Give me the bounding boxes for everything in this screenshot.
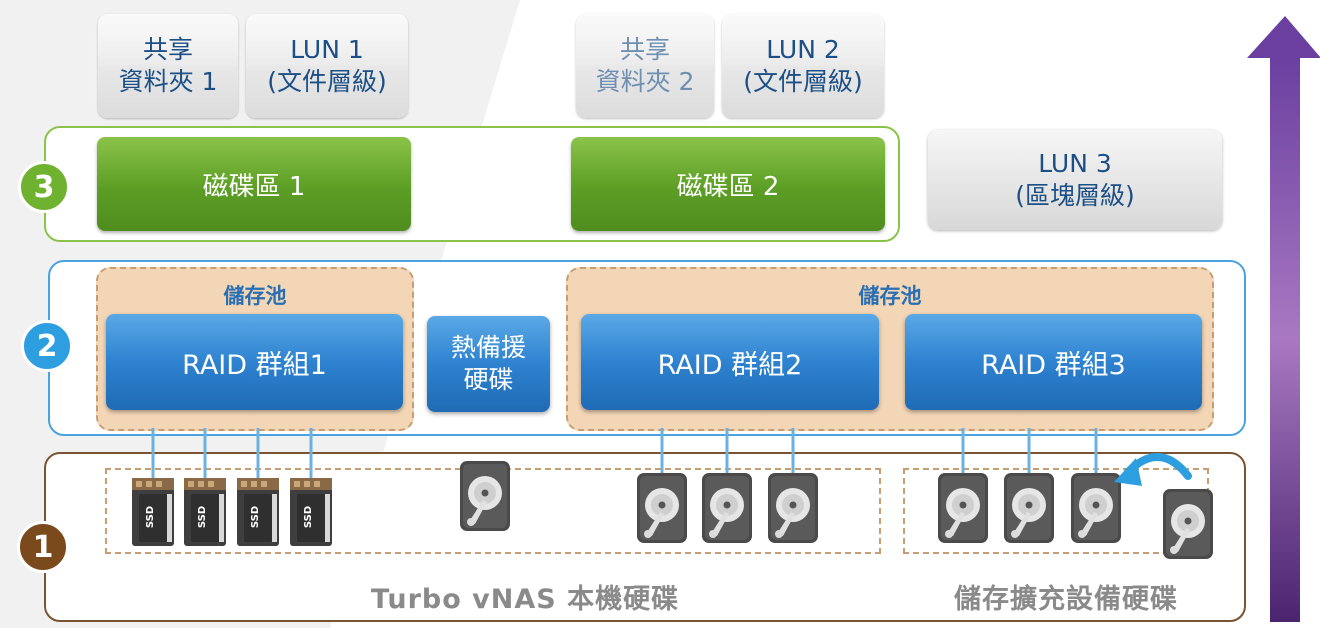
share1-line1: 共享: [142, 35, 193, 64]
hard-disk-icon: [637, 473, 687, 543]
upward-arrow-icon: [1247, 16, 1320, 622]
hard-disk-icon: [1004, 473, 1054, 543]
pool-2-label: 儲存池: [858, 284, 922, 308]
volume-1-label: 磁碟區 1: [202, 171, 306, 202]
raid-group-3-label: RAID 群組3: [981, 349, 1126, 381]
lun2-line2: (文件層級): [743, 67, 863, 96]
raid-group-3: RAID 群組3: [905, 314, 1202, 410]
lun2-line1: LUN 2: [766, 35, 840, 64]
ssd-label: SSD: [303, 506, 314, 528]
share2-line2: 資料夾 2: [595, 67, 695, 96]
lun2-tab: LUN 2 (文件層級): [722, 14, 884, 118]
layer-3-badge-number: 3: [33, 169, 55, 205]
hard-disk-icon: [460, 461, 510, 531]
layer-1-badge-number: 1: [32, 529, 54, 565]
raid-group-2-label: RAID 群組2: [657, 349, 803, 381]
replace-arrow-icon: [1114, 452, 1192, 486]
layer-3-badge: 3: [18, 161, 70, 213]
lun3-block: LUN 3 (區塊層級): [928, 130, 1222, 230]
hard-disk-icon: [768, 473, 818, 543]
lun1-line1: LUN 1: [290, 35, 364, 64]
volume-1: 磁碟區 1: [97, 137, 411, 231]
lun3-line2: (區塊層級): [1015, 181, 1135, 210]
spare-line2: 硬碟: [463, 365, 514, 394]
hard-disk-icon: [1071, 473, 1121, 543]
layer-2-badge: 2: [21, 320, 73, 372]
hard-disk-icon: [938, 473, 988, 543]
expansion-disks-label: 儲存擴充設備硬碟: [954, 583, 1178, 615]
layer-1-badge: 1: [17, 521, 69, 573]
shared-folder-1-tab: 共享 資料夾 1: [98, 14, 238, 118]
share1-line2: 資料夾 1: [118, 67, 218, 96]
lun3-line1: LUN 3: [1038, 149, 1112, 178]
lun1-line2: (文件層級): [267, 67, 387, 96]
lun1-tab: LUN 1 (文件層級): [246, 14, 408, 118]
volume-2-label: 磁碟區 2: [676, 171, 780, 202]
ssd-label: SSD: [250, 506, 261, 528]
ssd-label: SSD: [145, 506, 156, 528]
shared-folder-2-tab: 共享 資料夾 2: [576, 14, 714, 118]
pool-1-label: 儲存池: [223, 284, 287, 308]
hot-spare-disk: 熱備援 硬碟: [427, 316, 550, 412]
raid-group-1: RAID 群組1: [106, 314, 403, 410]
raid-group-1-label: RAID 群組1: [182, 349, 327, 381]
hard-disk-icon: [1163, 489, 1213, 559]
raid-group-2: RAID 群組2: [581, 314, 879, 410]
spare-line1: 熱備援: [450, 333, 526, 362]
ssd-label: SSD: [197, 506, 208, 528]
layer-2-badge-number: 2: [36, 328, 58, 364]
raid-connectors: [151, 428, 1098, 480]
local-disks-label: Turbo vNAS 本機硬碟: [370, 583, 680, 615]
share2-line1: 共享: [619, 35, 670, 64]
hard-disk-icon: [702, 473, 752, 543]
volume-2: 磁碟區 2: [571, 137, 885, 231]
